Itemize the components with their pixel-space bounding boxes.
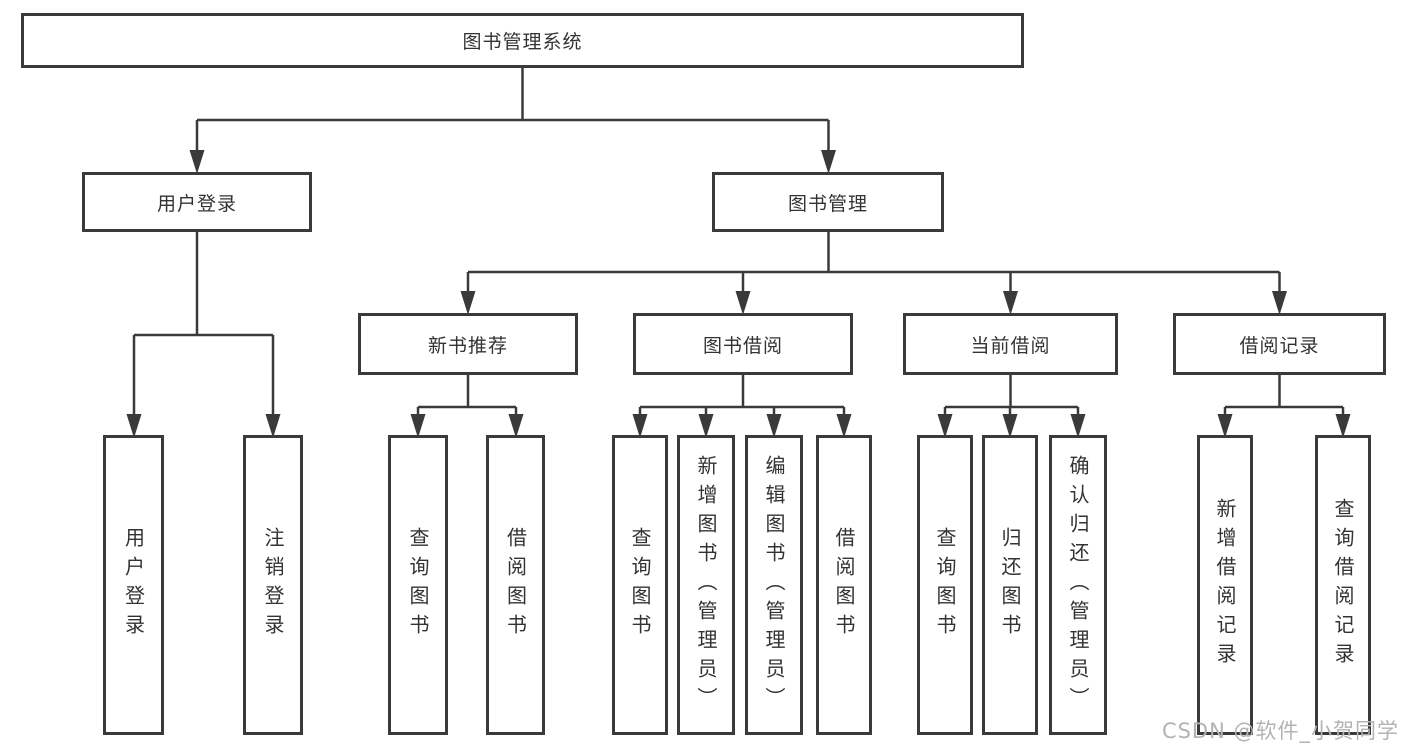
node-label: 新书推荐 <box>427 334 508 357</box>
node-label: 编辑图书（管理员） <box>762 454 786 716</box>
node-label: 确认归还（管理员） <box>1066 454 1090 716</box>
csdn-watermark: CSDN @软件_小贺同学 <box>1161 719 1399 743</box>
node-label: 归还图书 <box>998 527 1022 643</box>
node-new-book-recommend: 新书推荐 <box>358 313 578 375</box>
node-label: 新增借阅记录 <box>1213 498 1237 672</box>
node-book-borrow: 图书借阅 <box>633 313 853 375</box>
leaf-query-books-borrow: 查询图书 <box>612 435 668 735</box>
node-label: 查询图书 <box>933 527 957 643</box>
leaf-edit-books-admin: 编辑图书（管理员） <box>745 435 803 735</box>
node-label: 借阅记录 <box>1239 334 1320 357</box>
leaf-query-borrow-record: 查询借阅记录 <box>1315 435 1371 735</box>
node-label: 图书管理 <box>787 192 868 215</box>
leaf-query-books-current: 查询图书 <box>917 435 973 735</box>
node-label: 借阅图书 <box>503 527 528 643</box>
node-root-system: 图书管理系统 <box>21 13 1024 68</box>
node-label: 查询图书 <box>406 527 430 643</box>
leaf-logout: 注销登录 <box>243 435 303 735</box>
leaf-query-books-recommend: 查询图书 <box>388 435 448 735</box>
node-label: 注销登录 <box>261 527 285 643</box>
leaf-borrow-books-recommend: 借阅图书 <box>486 435 545 735</box>
node-label: 借阅图书 <box>832 527 856 643</box>
node-book-management-branch: 图书管理 <box>712 172 944 232</box>
node-user-login-branch: 用户登录 <box>82 172 312 232</box>
node-borrow-record: 借阅记录 <box>1173 313 1386 375</box>
node-current-borrow: 当前借阅 <box>903 313 1118 375</box>
node-label: 用户登录 <box>121 527 146 643</box>
node-label: 图书借阅 <box>702 334 783 357</box>
node-label: 图书管理系统 <box>462 31 583 53</box>
node-label: 新增图书（管理员） <box>694 454 718 716</box>
arrowhead-icons <box>126 150 1351 438</box>
leaf-borrow-books: 借阅图书 <box>816 435 872 735</box>
leaf-confirm-return-admin: 确认归还（管理员） <box>1049 435 1107 735</box>
node-label: 查询图书 <box>628 527 652 643</box>
leaf-add-borrow-record: 新增借阅记录 <box>1197 435 1253 735</box>
leaf-user-login: 用户登录 <box>103 435 164 735</box>
leaf-add-books-admin: 新增图书（管理员） <box>677 435 735 735</box>
leaf-return-books: 归还图书 <box>982 435 1038 735</box>
node-label: 当前借阅 <box>970 334 1051 357</box>
node-label: 用户登录 <box>156 192 237 215</box>
node-label: 查询借阅记录 <box>1331 498 1355 672</box>
